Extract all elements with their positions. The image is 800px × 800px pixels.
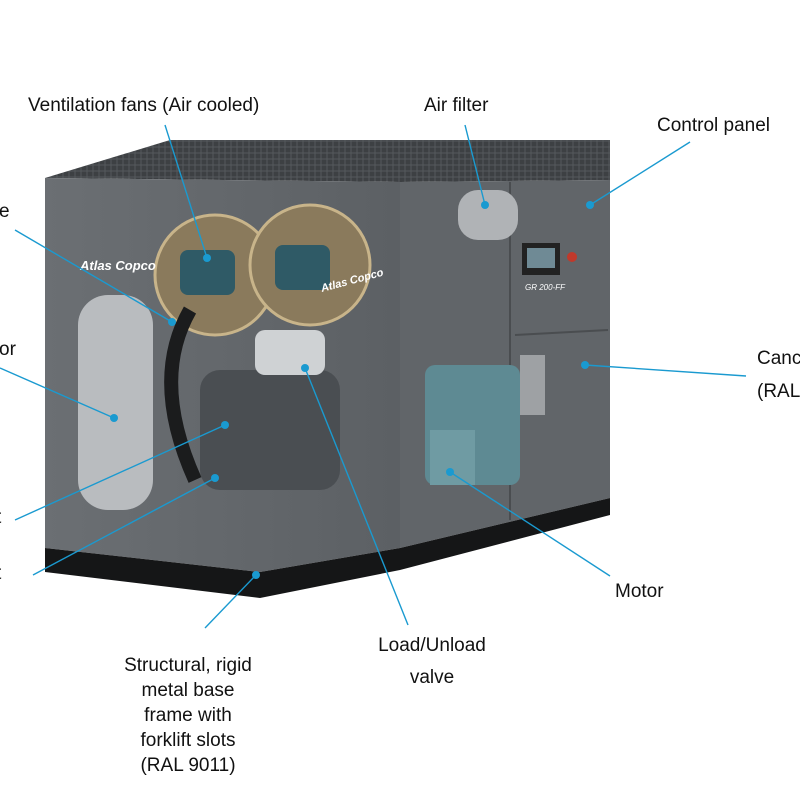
- separator-tank: [78, 295, 153, 510]
- label-control-panel: Control panel: [657, 115, 771, 136]
- label-canopy-line2: (RAL: [757, 381, 800, 402]
- base-frame: [45, 498, 610, 598]
- top-grille: [45, 140, 610, 182]
- base-frame-line: metal base: [141, 680, 235, 701]
- label-partial-left-2: or: [0, 339, 16, 360]
- label-air-filter: Air filter: [424, 95, 489, 116]
- base-frame-line: (RAL 9011): [140, 755, 236, 776]
- label-load-unload-line2: valve: [409, 667, 455, 688]
- leader-lines: [0, 124, 747, 629]
- base-frame-line: frame with: [144, 705, 232, 726]
- label-partial-left-1: e: [0, 201, 10, 222]
- label-partial-left-4: t: [0, 558, 1, 590]
- label-canopy-line1: Canc: [757, 348, 800, 369]
- label-partial-left-3: t: [0, 502, 1, 534]
- compressor-element: [200, 370, 340, 490]
- label-base-frame: Structural, rigid metal base frame with …: [98, 653, 278, 778]
- brand-logo: Atlas Copco: [79, 258, 156, 273]
- base-frame-line: Structural, rigid: [124, 655, 252, 676]
- label-ventilation-fans: Ventilation fans (Air cooled): [28, 95, 260, 116]
- base-frame-line: forklift slots: [140, 730, 236, 751]
- air-filter: [458, 190, 518, 240]
- model-plate: GR 200-FF: [525, 283, 566, 292]
- label-load-unload-line1: Load/Unload: [378, 635, 486, 656]
- label-motor: Motor: [615, 581, 664, 602]
